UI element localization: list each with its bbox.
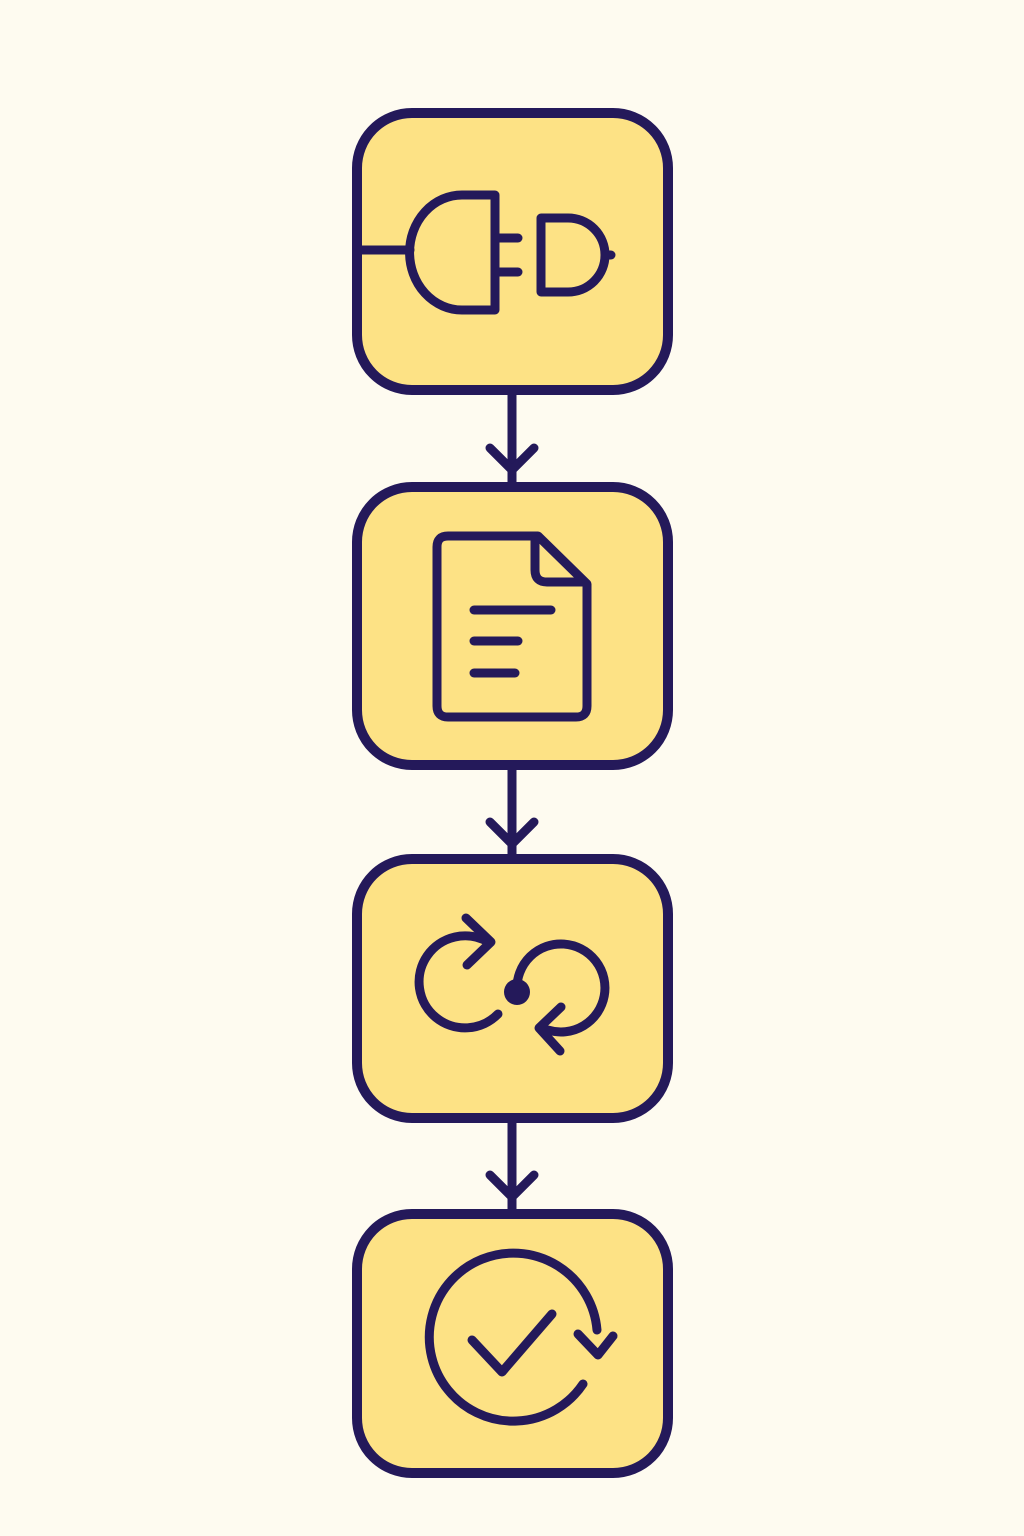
- step-box-connect: [352, 108, 673, 395]
- connector-arrow: [485, 1115, 539, 1215]
- step-box-verify: [352, 1209, 673, 1478]
- sync-center-dot: [504, 979, 530, 1005]
- connector-arrow: [485, 387, 539, 487]
- plug-icon: [355, 190, 616, 315]
- document-icon: [432, 531, 592, 722]
- connector-arrow: [485, 762, 539, 860]
- step-box-sync: [352, 854, 673, 1123]
- check-circle-refresh-icon: [424, 1248, 618, 1426]
- step-box-document: [352, 482, 673, 770]
- sync-icon: [414, 913, 610, 1056]
